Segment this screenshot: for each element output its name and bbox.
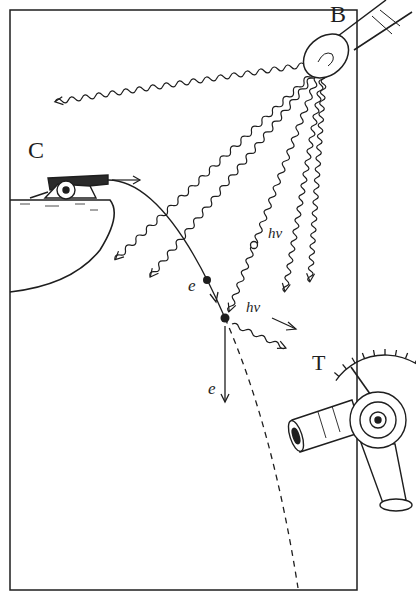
- light-ray: [147, 59, 328, 279]
- recoil-arrow: [221, 326, 229, 402]
- particle-label: e: [208, 380, 216, 397]
- cliff-hatching: [20, 204, 98, 210]
- photon-dot: [251, 242, 258, 249]
- part-letter: B: [330, 2, 346, 26]
- photon-label: hν: [268, 226, 282, 241]
- particle-label: e: [188, 277, 196, 294]
- light-ray: [112, 59, 328, 263]
- photon-label: hν: [246, 300, 260, 315]
- telescope-symbol: [285, 392, 412, 511]
- picture-frame: [10, 10, 357, 590]
- light-ray: [281, 61, 329, 292]
- electron-dot: [203, 276, 211, 284]
- light-rays: [54, 58, 329, 313]
- part-letter: T: [312, 352, 325, 374]
- electron-trajectory: [108, 180, 298, 588]
- scattered-photon: [230, 318, 296, 352]
- light-ray: [54, 58, 325, 106]
- light-ray: [306, 62, 329, 283]
- cliff-outline: [10, 200, 114, 292]
- cannon-symbol: [30, 175, 108, 199]
- collision-dot: [221, 314, 230, 323]
- light-bulb: [295, 0, 412, 87]
- part-letter: C: [28, 138, 44, 162]
